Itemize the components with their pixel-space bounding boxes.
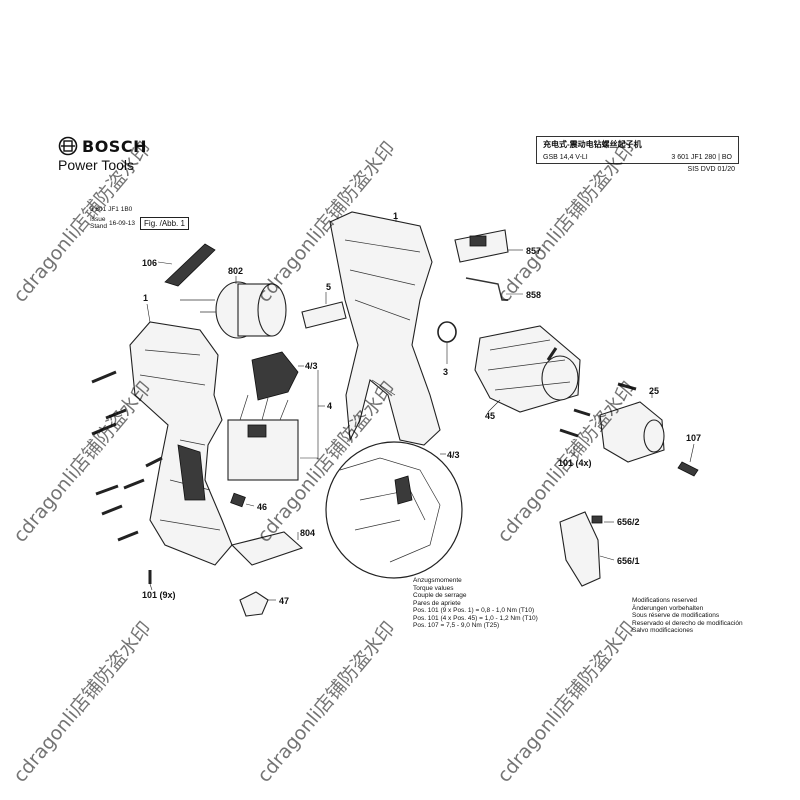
stand-label: Stand [90, 223, 107, 230]
sis-reference: SIS DVD 01/20 [687, 166, 735, 173]
bosch-logo-icon [58, 136, 78, 156]
label-3: 3 [443, 367, 448, 377]
detail-circle-content [339, 457, 441, 563]
label-47: 47 [279, 596, 289, 606]
reference-code: 3 601 JF1 1B0 [90, 206, 133, 213]
product-title: 充电式-震动电钻螺丝起子机 [536, 137, 739, 152]
label-656-2: 656/2 [617, 517, 640, 527]
brand-name: BOSCH [82, 136, 147, 156]
label-1-right: 1 [393, 211, 398, 221]
part-804-drawing [230, 531, 304, 566]
torque-values: Anzugsmomente Torque values Couple de se… [413, 577, 538, 630]
housing-left-drawing [129, 321, 233, 566]
label-656-1: 656/1 [617, 556, 640, 566]
modifications-line: Reservado el derecho de modificación [632, 619, 743, 627]
torque-line: Pos. 101 (9 x Pos. 1) = 0,8 - 1,0 Nm (T1… [413, 607, 535, 614]
part-number: 3 601 JF1 280 | BO [671, 154, 732, 161]
torque-line: Pos. 101 (4 x Pos. 45) = 1,0 - 1,2 Nm (T… [413, 614, 538, 622]
label-46: 46 [257, 502, 267, 512]
model-name: GSB 14,4 V-LI [543, 154, 588, 161]
info-box: 充电式-震动电钻螺丝起子机 GSB 14,4 V-LI 3 601 JF1 28… [536, 136, 739, 173]
issue-label: Issue [90, 216, 106, 223]
part-106-drawing [164, 243, 216, 287]
torque-line: Torque values [413, 584, 454, 592]
modifications-line: Sous réserve de modifications [632, 612, 720, 619]
label-1-left: 1 [143, 293, 148, 303]
modifications-line: Änderungen vorbehalten [632, 604, 704, 612]
issue-date: 16-09-13 [109, 219, 136, 227]
screw-107-drawing [677, 461, 699, 477]
part-5-drawing [301, 301, 347, 329]
part-857-detail [469, 235, 487, 247]
chuck-25-drawing [599, 401, 665, 463]
motor-802-drawing [180, 281, 287, 339]
modifications-line: Salvo modificaciones [632, 627, 694, 634]
modifications-note: Modifications reserved Änderungen vorbeh… [632, 597, 743, 635]
label-101-4x: 101 (4x) [558, 458, 592, 468]
label-101-9x: 101 (9x) [142, 590, 176, 600]
reference-block: 3 601 JF1 1B0 Issue Stand 16-09-13 Fig. … [90, 206, 189, 230]
label-107: 107 [686, 433, 701, 443]
torque-line: Pares de apriete [413, 599, 461, 607]
modifications-line: Modifications reserved [632, 597, 698, 604]
label-858: 858 [526, 290, 541, 300]
label-857: 857 [526, 246, 541, 256]
torque-line: Anzugsmomente [413, 577, 462, 584]
part-858-drawing [465, 277, 508, 301]
info-row: GSB 14,4 V-LI 3 601 JF1 280 | BO [536, 152, 739, 164]
label-106: 106 [142, 258, 157, 268]
switch-4-drawing [227, 351, 299, 481]
part-3-drawing [437, 321, 457, 343]
brand-subtitle: Power Tools [58, 157, 135, 173]
label-25: 25 [649, 386, 659, 396]
label-4-3-detail: 4/3 [447, 450, 460, 460]
figure-label: Fig. /Abb. 1 [140, 216, 189, 230]
label-802: 802 [228, 266, 243, 276]
torque-line: Couple de serrage [413, 592, 467, 599]
label-804: 804 [300, 528, 315, 538]
part-labels: 106 802 1 1 5 857 858 4/3 4 3 25 45 107 … [142, 211, 701, 606]
part-46-drawing [230, 492, 246, 508]
label-4: 4 [327, 401, 332, 411]
label-45: 45 [485, 411, 495, 421]
detail-circle [325, 441, 463, 579]
leader-lines [146, 214, 695, 601]
belt-clip-656-drawing [559, 511, 603, 587]
screws-101-4x-drawing [546, 347, 637, 438]
screws-101-drawing [91, 370, 163, 584]
housing-right-drawing [329, 211, 441, 446]
label-5: 5 [326, 282, 331, 292]
gearbox-45-drawing [474, 325, 581, 413]
brand-header: BOSCH Power Tools [58, 136, 147, 174]
label-4-3-top: 4/3 [305, 361, 318, 371]
torque-line: Pos. 107 = 7,5 - 9,0 Nm (T25) [413, 622, 500, 629]
part-47-drawing [239, 591, 269, 617]
